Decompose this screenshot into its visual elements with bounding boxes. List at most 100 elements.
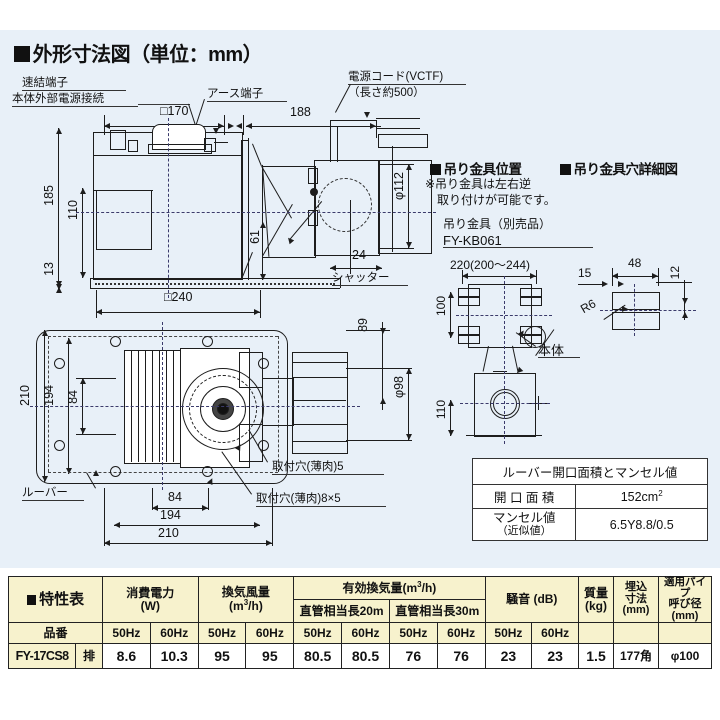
- header-pipe-line1: 適用パイプ: [664, 576, 706, 600]
- page-top-strip: [0, 0, 720, 30]
- hole-detail-slot-bottom: [612, 312, 660, 330]
- header-pipe-line2: 呼び径: [668, 598, 702, 611]
- dim-100: 100: [434, 296, 448, 317]
- header-power-line2: (W): [140, 598, 160, 613]
- bullet-square-icon: [14, 46, 30, 62]
- label-power-cord: 電源コード(VCTF): [348, 71, 466, 85]
- label-shutter: シャッター: [332, 272, 408, 286]
- duct-outlet: [292, 352, 348, 454]
- bracket-position-title: 吊り金具位置: [430, 158, 522, 178]
- label-earth-terminal: アース端子: [207, 88, 287, 102]
- spec-table: 特性表 消費電力 (W) 換気風量 (m3/h) 有効換気量(m3/h) 騒音 …: [8, 575, 712, 670]
- cell-type: 排: [75, 643, 103, 670]
- cell-noise-60hz: 23: [531, 643, 579, 670]
- cell-airflow-50hz: 95: [197, 643, 247, 670]
- header-embed-line1: 埋込: [625, 581, 647, 594]
- dim-110: 110: [66, 200, 80, 220]
- cell-eff30-50hz: 76: [388, 643, 438, 670]
- label-mount-hole-8x5: 取付穴(薄肉)8×5: [256, 493, 386, 507]
- dim-15: 15: [578, 266, 592, 280]
- munsell-label: マンセル値 （近似値）: [471, 507, 577, 542]
- terminal-block: [152, 124, 206, 150]
- opening-area-label: 開 口 面 積: [471, 484, 577, 509]
- header-power-60hz: 60Hz: [149, 622, 199, 645]
- dim-110-bracket: 110: [434, 400, 448, 420]
- header-embed: 埋込 寸法 (mm): [613, 575, 659, 624]
- mount-hole-icon: [202, 466, 213, 477]
- cell-eff30-60hz: 76: [436, 643, 486, 670]
- bracket-plan-box: [468, 284, 532, 348]
- header-embed-line3: (mm): [622, 604, 650, 617]
- cell-eff20-60hz: 80.5: [341, 643, 390, 670]
- mount-hole-icon: [54, 440, 65, 451]
- munsell-label-line2: （近似値）: [496, 525, 552, 538]
- header-noise-50hz: 50Hz: [484, 622, 533, 645]
- spec-header-row-1: 特性表 消費電力 (W) 換気風量 (m3/h) 有効換気量(m3/h) 騒音 …: [8, 575, 712, 624]
- header-effective-airflow: 有効換気量(m3/h): [293, 575, 486, 601]
- header-pipe-spacer: [658, 622, 712, 645]
- dim-24: 24: [352, 248, 366, 262]
- header-noise: 騒音 (dB): [484, 575, 580, 624]
- cell-power-50hz: 8.6: [102, 643, 151, 670]
- cell-mass: 1.5: [578, 643, 614, 670]
- dim-188: 188: [290, 105, 311, 119]
- louver-table-title-row: ルーバー開口面積とマンセル値: [472, 458, 708, 485]
- mount-hole-icon: [54, 358, 65, 369]
- bracket-elevation-box: [474, 373, 536, 437]
- header-eff30-60hz: 60Hz: [436, 622, 486, 645]
- dim-48: 48: [628, 256, 642, 270]
- header-airflow-60hz: 60Hz: [245, 622, 295, 645]
- impeller-outer: [182, 368, 264, 450]
- header-airflow: 換気風量 (m3/h): [197, 575, 295, 624]
- mount-hole-icon: [258, 358, 269, 369]
- cell-model: FY-17CS8: [8, 643, 76, 670]
- header-power-50hz: 50Hz: [102, 622, 151, 645]
- header-mass-spacer: [578, 622, 614, 645]
- dim-240: □240: [164, 290, 193, 304]
- dim-13: 13: [42, 262, 56, 276]
- cell-pipe: φ100: [658, 643, 712, 670]
- impeller-dashed-circle: [318, 178, 372, 232]
- dim-61: 61: [248, 230, 262, 244]
- header-airflow-50hz: 50Hz: [197, 622, 247, 645]
- header-eff20-50hz: 50Hz: [293, 622, 343, 645]
- header-model: 品番: [8, 622, 103, 645]
- munsell-value: 6.5Y8.8/0.5: [575, 507, 708, 542]
- header-mass-line2: (kg): [585, 598, 607, 613]
- hole-detail-slot-top: [612, 292, 660, 310]
- bracket-note-line1: ※吊り金具は左右逆: [425, 177, 532, 191]
- bullet-square-icon: [430, 164, 441, 175]
- opening-area-value: 152cm2: [575, 484, 708, 509]
- cell-noise-50hz: 23: [484, 643, 533, 670]
- bracket-hole-title: 吊り金具穴詳細図: [560, 158, 678, 178]
- dim-112: φ112: [392, 172, 406, 201]
- cell-airflow-60hz: 95: [245, 643, 295, 670]
- table-row: 開 口 面 積 152cm2: [471, 484, 708, 509]
- spec-header-row-3: 品番 50Hz 60Hz 50Hz 60Hz 50Hz 60Hz 50Hz 60…: [8, 622, 712, 645]
- munsell-label-line1: マンセル値: [492, 511, 556, 525]
- sup-2: 2: [658, 488, 663, 498]
- table-row: マンセル値 （近似値） 6.5Y8.8/0.5: [471, 507, 708, 542]
- outline-section-title: 外形寸法図（単位：mm）: [14, 38, 263, 67]
- header-embed-line2: 寸法: [625, 592, 647, 605]
- cell-eff20-50hz: 80.5: [293, 643, 343, 670]
- dim-194-bottom: 194: [160, 508, 181, 522]
- label-honntai: 本体: [538, 344, 580, 358]
- header-eff-20m: 直管相当長20m: [293, 599, 390, 624]
- mount-hole-icon: [110, 466, 121, 477]
- label-sokketsu-tanshi: 速結端子: [22, 77, 126, 91]
- louver-table-title: ルーバー開口面積とマンセル値: [472, 458, 708, 485]
- label-external-power-connection: 本体外部電源接続: [12, 93, 138, 107]
- label-power-cord-length: （長さ約500）: [348, 87, 425, 99]
- header-mass-line1: 質量: [583, 585, 608, 600]
- dim-98: φ98: [392, 376, 406, 399]
- dim-185: 185: [42, 185, 56, 206]
- header-airflow-line1: 換気風量: [221, 585, 270, 600]
- header-noise-60hz: 60Hz: [531, 622, 579, 645]
- mount-hole-icon: [202, 336, 213, 347]
- dim-210-left: 210: [18, 385, 32, 406]
- header-power-line1: 消費電力: [126, 585, 175, 600]
- header-pipe: 適用パイプ 呼び径 (mm): [658, 575, 712, 624]
- dim-210-bottom: 210: [158, 526, 179, 540]
